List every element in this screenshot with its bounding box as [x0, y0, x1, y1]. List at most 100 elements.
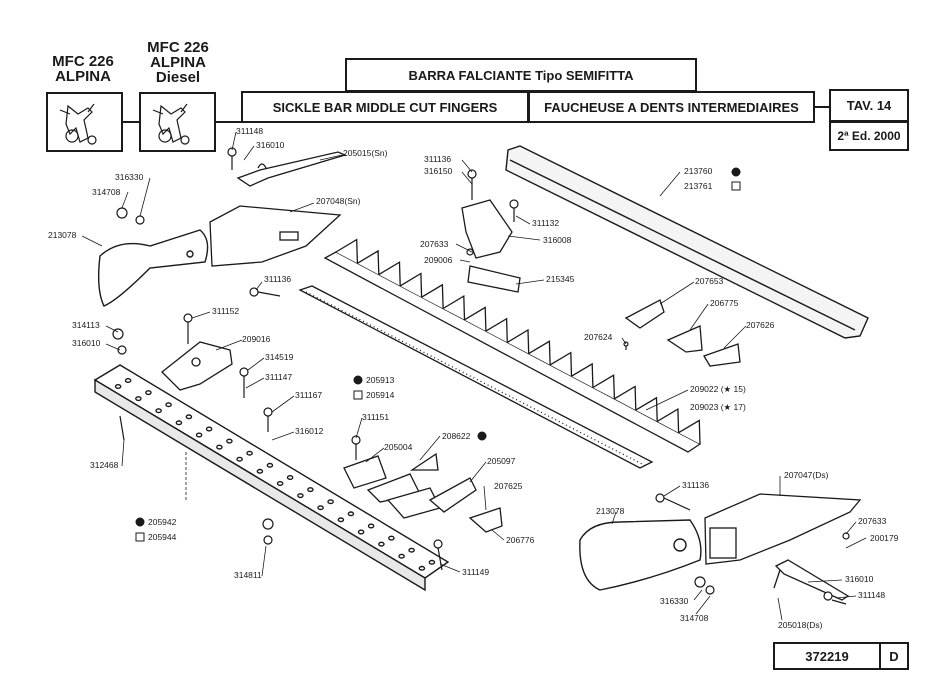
- bolt-hole: [165, 402, 172, 408]
- filled-circle-marker: [135, 517, 145, 527]
- part-label: 316012: [295, 426, 324, 436]
- part-label: 311152: [212, 306, 239, 316]
- left-skid: [209, 205, 342, 267]
- bolt-hole: [317, 505, 324, 511]
- bolt-hole: [408, 547, 415, 553]
- part-label: 207625: [494, 481, 523, 491]
- part-label: 215345: [546, 274, 575, 284]
- model-label-right: MFC 226 ALPINA Diesel: [138, 40, 218, 85]
- bolt-hole: [155, 408, 162, 414]
- part-label: 205004: [384, 442, 413, 452]
- bolt-hole: [286, 475, 294, 481]
- part-label: 205097: [487, 456, 516, 466]
- bolt-hole: [236, 456, 243, 462]
- part-label: 209006: [424, 255, 453, 265]
- part-label: 311136: [424, 154, 451, 164]
- part-label: 213760: [684, 166, 713, 176]
- part-label: 209022 (★ 15): [690, 384, 746, 394]
- bolt-hole: [428, 559, 436, 565]
- bolt-hole: [398, 553, 405, 559]
- filled-circle-marker: [353, 375, 363, 385]
- part-label: 207626: [746, 320, 775, 330]
- part-label: 311136: [682, 480, 709, 490]
- part-label: 314113: [72, 320, 100, 330]
- model-right-line1: MFC 226: [147, 39, 209, 56]
- model-left-line2: ALPINA: [55, 68, 111, 85]
- bolt-hole: [135, 396, 142, 402]
- tractor-icon: [152, 103, 190, 145]
- sickle-knife: [323, 238, 702, 453]
- knife-back-bar: [298, 285, 654, 469]
- part-label: 213078: [596, 506, 625, 516]
- part-label: 207653: [695, 276, 724, 286]
- bolt-hole: [114, 384, 122, 390]
- part-label: 205913: [366, 375, 395, 385]
- tractor-thumbnail-left: [46, 92, 123, 152]
- finger-guards: [343, 452, 477, 519]
- bolt-hole: [226, 438, 233, 444]
- bolt-hole: [367, 523, 375, 529]
- bolt-hole: [175, 420, 183, 426]
- part-label: 207633: [858, 516, 887, 526]
- part-label: 206775: [710, 298, 739, 308]
- bolt-hole: [276, 481, 284, 487]
- part-label: 208622: [442, 431, 471, 441]
- part-label: 207624: [584, 332, 613, 342]
- right-spring-plate: [773, 559, 850, 601]
- model-label-left: MFC 226 ALPINA: [48, 54, 118, 84]
- part-label: 209016: [242, 334, 271, 344]
- bolt-hole: [216, 444, 223, 450]
- left-spring-plate: [236, 151, 347, 187]
- bolt-hole: [124, 378, 132, 384]
- table-number: TAV. 14: [829, 89, 909, 122]
- part-label: 316008: [543, 235, 572, 245]
- bolt-hole: [327, 499, 334, 505]
- part-label: 213078: [48, 230, 77, 240]
- bolt-hole: [378, 541, 385, 547]
- filled-circle-marker: [731, 167, 741, 177]
- knife-clip-assembly: [461, 199, 521, 293]
- filled-circle-marker: [477, 431, 487, 441]
- part-label: 205914: [366, 390, 395, 400]
- part-label: 314519: [265, 352, 294, 362]
- revision-letter: D: [879, 642, 909, 670]
- document-number: 372219: [773, 642, 881, 670]
- part-label: 316150: [424, 166, 453, 176]
- open-square-marker: [135, 532, 145, 542]
- part-label: 205018(Ds): [778, 620, 823, 630]
- guard-rail: [505, 145, 869, 339]
- part-label: 311147: [265, 372, 292, 382]
- right-skid: [704, 493, 862, 565]
- bolt-hole: [246, 450, 253, 456]
- part-label: 311136: [264, 274, 291, 284]
- model-left-line1: MFC 226: [52, 53, 114, 70]
- part-label: 311132: [532, 218, 559, 228]
- part-label: 316330: [115, 172, 144, 182]
- bolt-hole: [357, 529, 365, 535]
- part-label: 205944: [148, 532, 177, 542]
- part-label: 207047(Ds): [784, 470, 829, 480]
- bolt-hole: [266, 462, 274, 468]
- bolt-hole: [256, 468, 264, 474]
- part-label: 207633: [420, 239, 449, 249]
- bolt-hole: [205, 426, 213, 432]
- cutter-bar: [93, 364, 450, 592]
- part-label: 311148: [236, 126, 263, 136]
- edition-label: 2ª Ed. 2000: [829, 121, 909, 151]
- wear-plates: [468, 299, 741, 533]
- part-label: 311167: [295, 390, 322, 400]
- open-square-marker: [353, 390, 363, 400]
- title-french: FAUCHEUSE A DENTS INTERMEDIAIRES: [528, 91, 815, 123]
- part-label: 213761: [684, 181, 713, 191]
- part-label: 206776: [506, 535, 535, 545]
- part-label: 311151: [362, 412, 389, 422]
- bolt-hole: [145, 390, 152, 396]
- part-label: 316330: [660, 596, 689, 606]
- bolt-hole: [307, 487, 314, 493]
- part-label: 316010: [845, 574, 874, 584]
- part-label: 311149: [462, 567, 489, 577]
- right-shoe: [579, 519, 702, 591]
- open-square-marker: [731, 181, 741, 191]
- part-label: 312468: [90, 460, 119, 470]
